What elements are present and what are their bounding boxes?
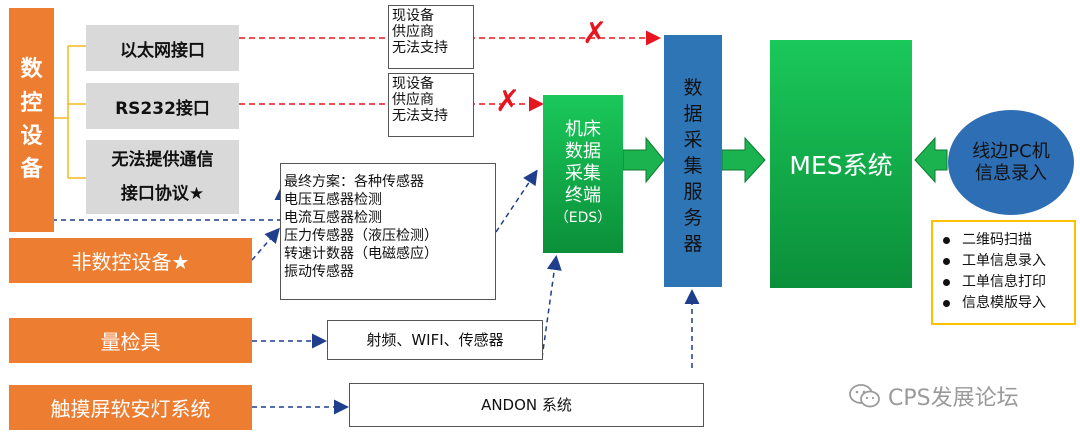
- wechat-icon: [849, 384, 880, 408]
- vendor-note-rs232: 现设备 供应商 无法支持: [388, 73, 474, 137]
- cnc-bracket: [54, 45, 86, 179]
- pc-line: 信息录入: [975, 162, 1047, 184]
- eds-line: 采集: [565, 163, 601, 184]
- eds-terminal-box: 机床 数据 采集 终端 （EDS）: [543, 95, 623, 253]
- server-char: 数: [683, 77, 703, 99]
- eds-line: 数据: [565, 141, 601, 162]
- rf-wifi-sensor-label: 射频、WIFI、传感器: [366, 330, 504, 349]
- pc-line: 线边PC机: [972, 140, 1050, 162]
- bullet-icon: [943, 299, 950, 307]
- non-cnc-label: 非数控设备★: [71, 250, 190, 274]
- ethernet-port-label: 以太网接口: [120, 40, 205, 61]
- final-plan-line: 电压互感器检测: [284, 192, 382, 208]
- ethernet-blocked-icon: ✗: [582, 16, 608, 51]
- final-plan-line: 压力传感器（液压检测）: [284, 228, 438, 244]
- cnc-label-char: 数: [20, 57, 43, 83]
- vendor-note-line: 现设备: [392, 8, 434, 24]
- andon-box: ANDON 系统: [349, 383, 704, 427]
- rf-to-eds-arrow: [541, 255, 562, 359]
- server-char: 服: [683, 181, 703, 203]
- bullet-icon: [943, 257, 950, 265]
- pc-function-item: 信息模版导入: [943, 293, 1074, 314]
- server-char: 集: [683, 155, 703, 177]
- cnc-label-char: 控: [20, 90, 43, 116]
- rs232-port-label: RS232接口: [115, 98, 210, 119]
- pc-function-item: 工单信息打印: [943, 272, 1074, 293]
- server-char: 采: [683, 129, 703, 151]
- andon-system-label: 触摸屏软安灯系统: [50, 397, 211, 421]
- pc-function-item: 工单信息录入: [943, 251, 1074, 272]
- final-plan-line: 振动传感器: [284, 264, 354, 280]
- eds-line: 机床: [565, 119, 601, 140]
- vendor-note-line: 现设备: [392, 76, 434, 92]
- pc-function-label: 工单信息打印: [962, 274, 1046, 290]
- vendor-note-line: 供应商: [392, 24, 434, 41]
- andon-box-label: ANDON 系统: [481, 395, 572, 414]
- server-char: 器: [683, 233, 703, 255]
- final-plan-line: 电流互感器检测: [284, 210, 382, 226]
- non-cnc-equipment-box: 非数控设备★: [9, 238, 252, 283]
- gauge-label: 量检具: [100, 330, 161, 354]
- vendor-note-line: 无法支持: [392, 108, 448, 125]
- no-comm-protocol-box: 无法提供通信 接口协议★: [86, 140, 239, 214]
- server-to-mes-arrow: [721, 136, 766, 184]
- final-plan-line: 最终方案：各种传感器: [284, 174, 424, 190]
- final-plan-line: 转速计数器（电磁感应）: [284, 246, 438, 262]
- ethernet-port-box: 以太网接口: [86, 25, 239, 71]
- pc-function-label: 二维码扫描: [962, 232, 1032, 248]
- cnc-label-char: 备: [20, 157, 43, 183]
- non-cnc-to-plan-arrow: [251, 227, 280, 261]
- watermark: CPS发展论坛: [848, 380, 1019, 412]
- server-char: 务: [683, 207, 703, 229]
- andon-system-box: 触摸屏软安灯系统: [9, 385, 252, 430]
- final-plan-box: 最终方案：各种传感器 电压互感器检测 电流互感器检测 压力传感器（液压检测） 转…: [280, 163, 496, 300]
- pc-to-mes-arrow: [914, 136, 948, 184]
- rf-wifi-sensor-box: 射频、WIFI、传感器: [327, 320, 543, 360]
- vendor-note-ethernet: 现设备 供应商 无法支持: [388, 5, 474, 69]
- eds-line: 终端: [565, 185, 601, 206]
- bullet-icon: [943, 278, 950, 286]
- eds-line: （EDS）: [554, 210, 612, 226]
- pc-function-label: 工单信息录入: [962, 253, 1046, 269]
- vendor-note-line: 无法支持: [392, 40, 448, 57]
- pc-function-list: 二维码扫描 工单信息录入 工单信息打印 信息模版导入: [931, 220, 1076, 325]
- no-comm-line: 无法提供通信: [111, 150, 214, 170]
- rs232-port-box: RS232接口: [86, 83, 239, 129]
- cnc-label-char: 设: [20, 124, 43, 149]
- line-side-pc-circle: 线边PC机 信息录入: [948, 110, 1074, 215]
- pc-function-label: 信息模版导入: [962, 295, 1046, 311]
- server-char: 据: [683, 103, 703, 125]
- mes-system-box: MES系统: [770, 40, 912, 288]
- watermark-text: CPS发展论坛: [888, 386, 1019, 411]
- plan-to-eds-arrow: [495, 169, 538, 233]
- mes-label: MES系统: [789, 151, 893, 180]
- data-collection-server-box: 数 据 采 集 服 务 器: [664, 35, 722, 287]
- rs232-blocked-icon: ✗: [495, 84, 521, 119]
- gauge-box: 量检具: [9, 318, 252, 363]
- no-comm-line: 接口协议★: [120, 184, 205, 204]
- eds-to-server-arrow: [622, 136, 665, 184]
- vendor-note-line: 供应商: [392, 92, 434, 109]
- cnc-equipment-box: 数 控 设 备: [9, 8, 54, 232]
- bullet-icon: [943, 236, 950, 244]
- pc-function-item: 二维码扫描: [943, 230, 1074, 251]
